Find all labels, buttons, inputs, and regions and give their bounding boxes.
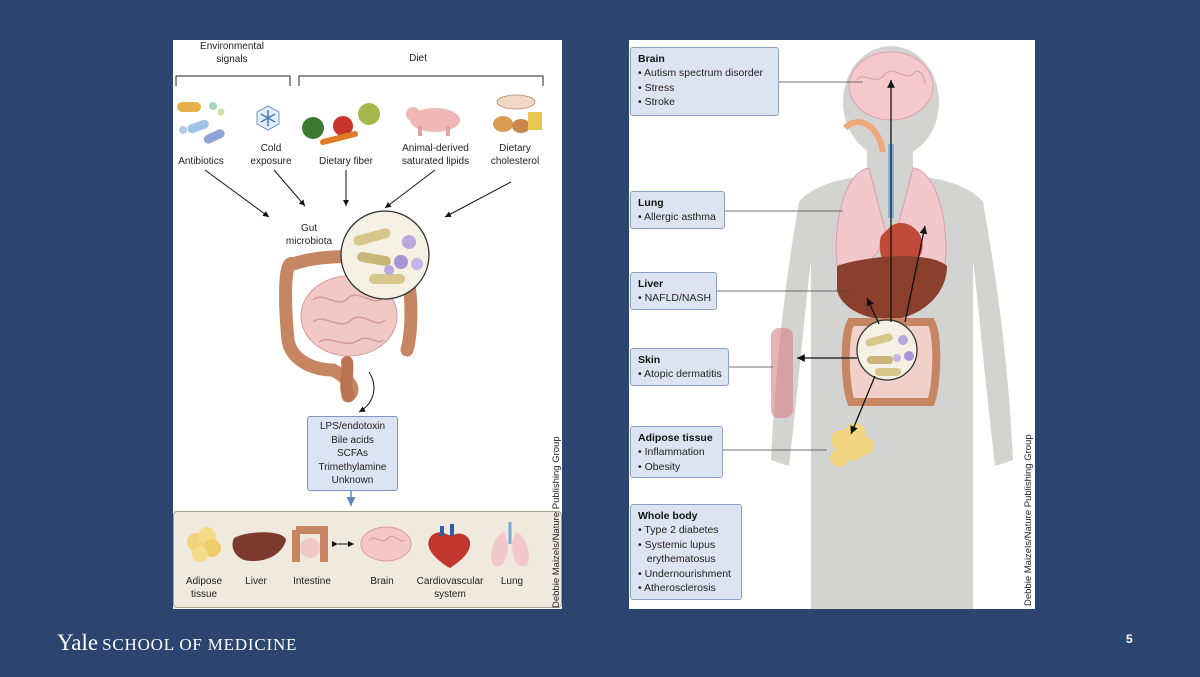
- diet-bracket: [298, 75, 544, 86]
- disease-box-adipose: Adipose tissue • Inflammation • Obesity: [630, 426, 723, 478]
- heart-icon: [428, 524, 471, 568]
- lung-icon: [491, 522, 529, 567]
- disease-item: • Atherosclerosis: [638, 582, 716, 594]
- metabolite-bile-acids: Bile acids: [331, 434, 374, 446]
- disease-item: • Stroke: [638, 96, 675, 108]
- disease-item: • Atopic dermatitis: [638, 368, 722, 380]
- antibiotics-icon: [177, 102, 225, 144]
- logo-yale: Yale: [57, 630, 99, 655]
- arrow-lipids: [384, 169, 436, 209]
- image-credit-right: Debbie Maizels/Nature Publishing Group: [1023, 434, 1034, 606]
- input-label-antibiotics: Antibiotics: [178, 156, 224, 167]
- arrow-cold: [273, 169, 306, 207]
- microbiota-magnifier: [340, 210, 430, 300]
- metabolite-lps: LPS/endotoxin: [319, 421, 386, 432]
- intestine-icon: [292, 526, 328, 562]
- disease-box-liver-title: Liver: [638, 278, 664, 290]
- disease-box-skin-title: Skin: [638, 354, 661, 366]
- disease-item: • Systemic lupus: [638, 538, 716, 551]
- metabolite-trimethylamine: Trimethylamine: [318, 461, 387, 473]
- organ-label-liver: Liver: [245, 576, 267, 587]
- liver-icon: [232, 532, 286, 562]
- right-diagram-graphics: [717, 46, 1013, 609]
- group-label-diet: Diet: [409, 53, 427, 64]
- environmental-bracket: [175, 75, 291, 86]
- disease-item: • Obesity: [638, 460, 681, 473]
- adipose-organ: [830, 423, 874, 467]
- disease-item: • Inflammation: [638, 446, 705, 458]
- arrow-antibiotics: [204, 169, 270, 218]
- disease-item: • Type 2 diabetes: [638, 524, 719, 536]
- metabolite-scfas: SCFAs: [336, 448, 369, 459]
- disease-item: erythematosus: [638, 553, 716, 565]
- disease-item: • Stress: [638, 81, 675, 94]
- disease-item: • NAFLD/NASH: [638, 292, 712, 304]
- left-diagram-graphics: [175, 75, 544, 506]
- organ-label-brain: Brain: [370, 576, 394, 587]
- liver-organ: [837, 256, 947, 320]
- disease-box-brain-title: Brain: [638, 53, 665, 65]
- disease-item: • Autism spectrum disorder: [638, 67, 764, 79]
- image-credit-left: Debbie Maizels/Nature Publishing Group: [551, 436, 562, 608]
- disease-item: • Allergic asthma: [638, 211, 716, 223]
- microbiota-magnifier-right: [856, 319, 918, 381]
- logo-school: SCHOOL OF MEDICINE: [102, 635, 298, 654]
- organ-label-intestine: Intestine: [293, 576, 331, 587]
- disease-box-adipose-title: Adipose tissue: [638, 432, 713, 444]
- arrow-to-liver: [866, 297, 880, 325]
- disease-box-brain: Brain • Autism spectrum disorder • Stres…: [630, 47, 779, 116]
- arrow-to-lung: [904, 225, 928, 323]
- input-label-dietary-fiber: Dietary fiber: [319, 156, 373, 167]
- brain-icon: [360, 526, 412, 562]
- disease-box-skin: Skin • Atopic dermatitis: [630, 348, 729, 386]
- disease-box-whole-body-title: Whole body: [638, 510, 698, 522]
- esophagus: [842, 119, 886, 153]
- arrow-cholesterol: [444, 181, 512, 218]
- microbiota-disease-panel: Brain • Autism spectrum disorder • Stres…: [629, 40, 1035, 609]
- adipose-tissue-icon: [187, 527, 221, 562]
- dietary-cholesterol-icon: [493, 94, 542, 133]
- cold-exposure-icon: [256, 105, 280, 131]
- dietary-fiber-icon: [302, 103, 380, 145]
- arrow-gut-to-metabolites: [358, 371, 375, 413]
- metabolite-unknown: Unknown: [331, 475, 374, 486]
- arrow-to-adipose: [850, 375, 876, 435]
- organ-icons: [187, 522, 529, 568]
- disease-box-whole-body: Whole body • Type 2 diabetes • Systemic …: [630, 504, 742, 600]
- disease-box-lung: Lung • Allergic asthma: [630, 191, 725, 229]
- organ-label-lung: Lung: [500, 576, 524, 587]
- metabolites-box: LPS/endotoxin Bile acids SCFAs Trimethyl…: [307, 416, 398, 491]
- disease-box-liver: Liver • NAFLD/NASH: [630, 272, 717, 310]
- page-number: 5: [1126, 632, 1133, 646]
- skin-highlight: [771, 328, 793, 418]
- disease-item: • Undernourishment: [638, 567, 731, 580]
- disease-box-lung-title: Lung: [638, 197, 664, 209]
- animal-lipids-icon: [406, 107, 460, 136]
